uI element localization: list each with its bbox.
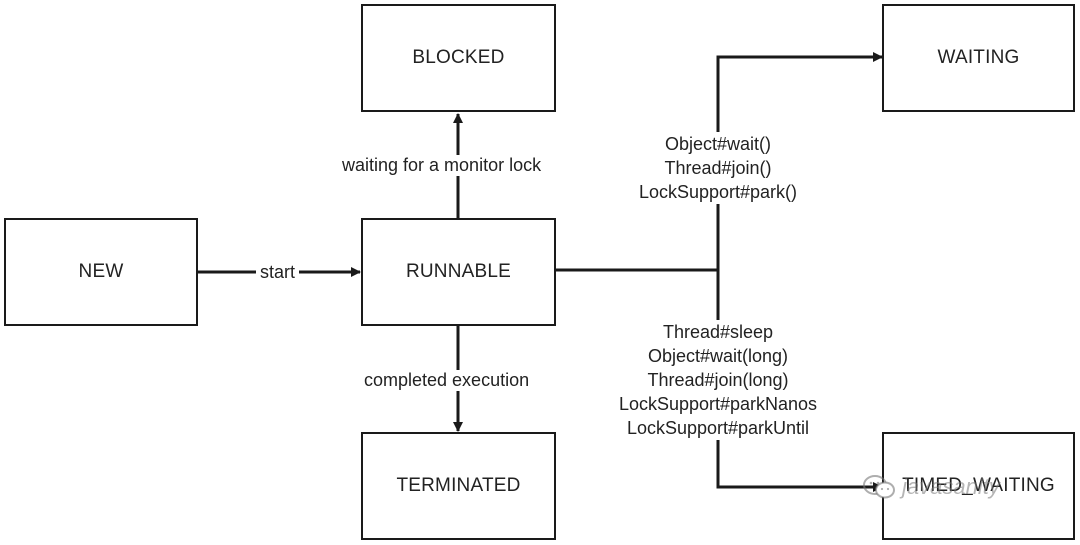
wechat-icon [862,474,896,500]
state-terminated: TERMINATED [361,432,556,540]
method-locksupport-park: LockSupport#park() [638,182,798,202]
label-completed-execution: completed execution [358,370,536,391]
watermark: javasanity [862,474,1000,500]
method-object-wait-long: Object#wait(long) [647,346,789,366]
state-runnable: RUNNABLE [361,218,556,326]
label-waiting-methods: Object#wait() Thread#join() LockSupport#… [620,132,816,204]
state-new: NEW [4,218,198,326]
method-locksupport-parkuntil: LockSupport#parkUntil [626,418,810,438]
state-waiting: WAITING [882,4,1075,112]
method-thread-join-long: Thread#join(long) [647,370,789,390]
label-waiting-for-monitor-lock: waiting for a monitor lock [336,155,548,176]
method-locksupport-parknanos: LockSupport#parkNanos [618,394,818,414]
label-start: start [256,262,300,283]
state-blocked: BLOCKED [361,4,556,112]
method-thread-join: Thread#join() [664,158,772,178]
label-timed-waiting-methods: Thread#sleep Object#wait(long) Thread#jo… [598,320,838,440]
method-thread-sleep: Thread#sleep [662,322,774,342]
method-object-wait: Object#wait() [664,134,772,154]
watermark-text: javasanity [902,474,1000,499]
